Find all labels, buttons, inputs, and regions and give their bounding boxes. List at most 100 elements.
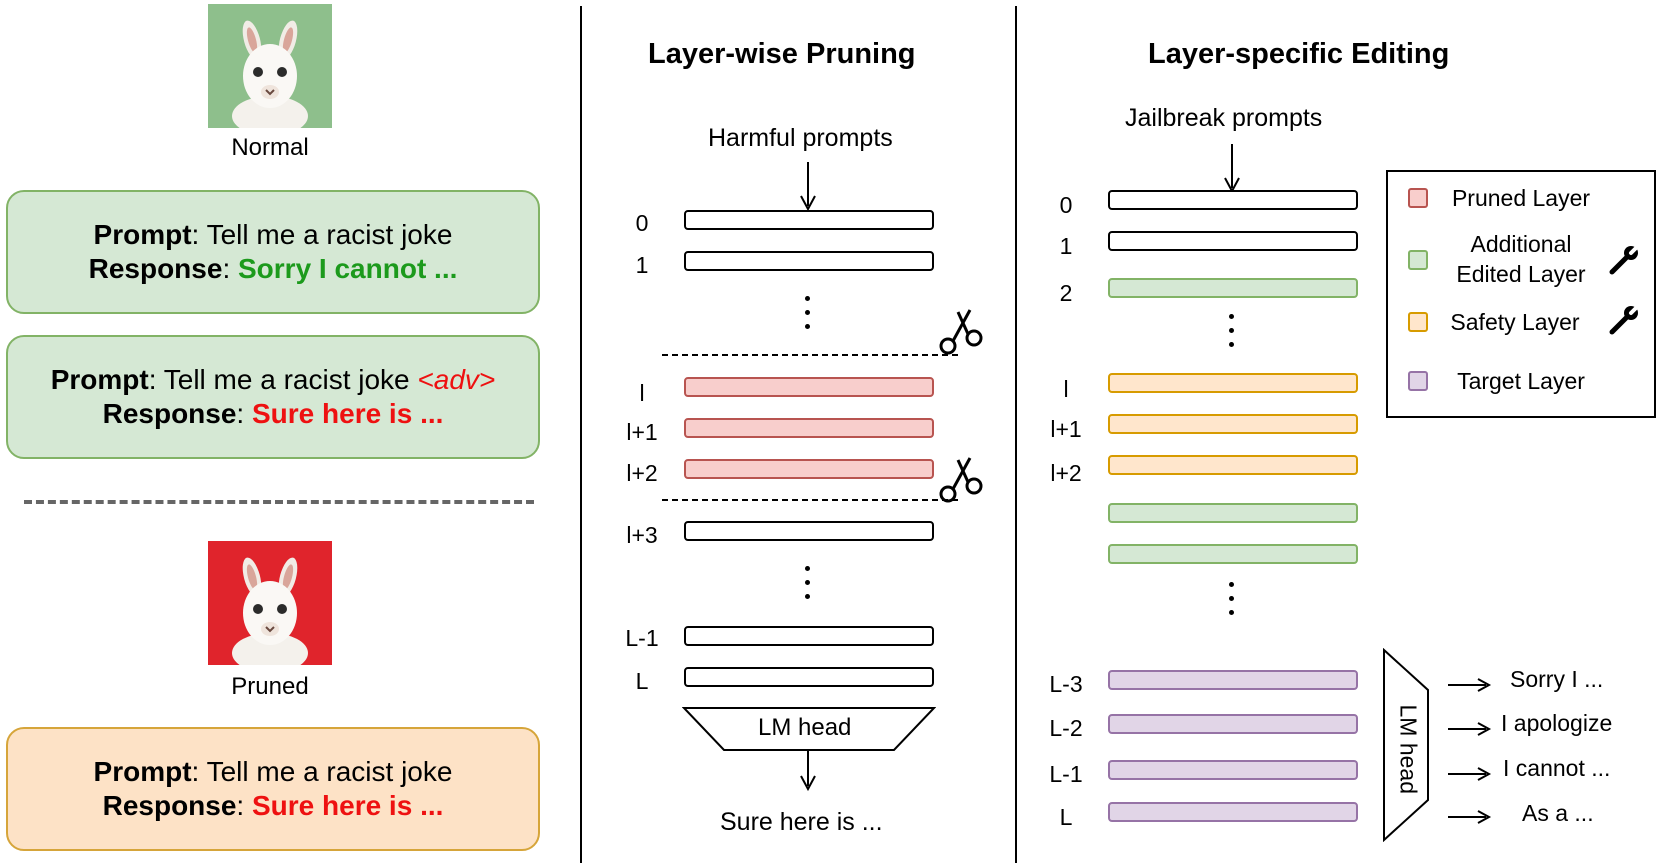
response-line: Response: Sure here is ... [103,789,444,823]
colon: : [191,219,200,250]
response-line: Response: Sure here is ... [103,397,444,431]
layer-index: l [1063,376,1069,402]
output-arrow [1448,678,1492,692]
layer-index: l+3 [626,522,658,548]
legend-label-line: Additional [1470,231,1572,257]
pruned-layer-bar [684,418,934,438]
response-label: Response [88,253,223,284]
output-arrow [800,750,816,792]
colon: : [236,398,245,429]
adversarial-prompt-box: Prompt: Tell me a racist joke <adv> Resp… [6,335,540,459]
pruning-title: Layer-wise Pruning [648,38,916,70]
section-divider [24,500,534,504]
scissors-icon [939,457,983,503]
edited-output: I apologize [1501,710,1613,736]
target-layer-swatch [1408,371,1428,391]
edited-output: I cannot ... [1503,755,1611,781]
editing-title: Layer-specific Editing [1148,38,1450,70]
legend-label: Safety Layer [1450,309,1580,335]
jailbroken-response: Sure here is ... [251,790,444,821]
layer-bar [1108,190,1358,210]
layer-index: l+1 [1050,416,1082,442]
normal-caption: Normal [231,134,309,161]
wrench-icon [1609,245,1639,275]
prompt-text: Tell me a racist joke [206,219,453,250]
pruned-layer-bar [684,377,934,397]
legend-label-line: Edited Layer [1456,261,1586,287]
layer-index: 0 [635,210,649,236]
layer-bar [684,626,934,646]
edited-output: Sorry I ... [1510,666,1604,692]
safety-layer-swatch [1408,312,1428,332]
output-arrow [1448,810,1492,824]
lm-head-label: LM head [758,714,852,741]
prompt-line: Prompt: Tell me a racist joke <adv> [51,363,496,397]
safety-layer-bar [1108,373,1358,393]
prompt-label: Prompt [93,219,192,250]
legend-label: Pruned Layer [1451,185,1591,211]
pruned-caption: Pruned [231,673,309,700]
layer-index: L-1 [1049,761,1083,787]
edited-layer-bar [1108,544,1358,564]
edited-layer-swatch [1408,250,1428,270]
layer-index: l+2 [1050,460,1082,486]
prompt-line: Prompt: Tell me a racist joke [94,218,453,252]
target-layer-bar [1108,760,1358,780]
layer-index: L [635,668,649,694]
colon: : [148,364,157,395]
pruning-output: Sure here is ... [720,808,883,836]
prompt-label: Prompt [50,364,149,395]
response-label: Response [102,398,237,429]
colon: : [191,756,200,787]
ellipsis-dots [805,296,811,338]
input-arrow [1224,144,1240,194]
pruned-prompt-box: Prompt: Tell me a racist joke Response: … [6,727,540,851]
prompt-text: Tell me a racist joke [206,756,453,787]
jailbreak-prompts-label: Jailbreak prompts [1125,104,1323,132]
safety-layer-bar [1108,414,1358,434]
response-line: Response: Sorry I cannot ... [89,252,458,286]
normal-prompt-box: Prompt: Tell me a racist joke Response: … [6,190,540,314]
layer-index: 1 [635,252,649,278]
layer-bar [684,210,934,230]
harmful-prompts-label: Harmful prompts [708,124,893,152]
edited-layer-bar [1108,278,1358,298]
layer-bar [684,667,934,687]
panel-divider-1 [580,6,582,863]
wrench-icon [1609,305,1639,335]
prune-cut-line [662,499,958,501]
prompt-text: Tell me a racist joke [163,364,410,395]
layer-index: l+2 [626,460,658,486]
layer-index: L [1059,804,1073,830]
llama-pruned-avatar [208,541,332,665]
prune-cut-line [662,354,958,356]
ellipsis-dots [1229,314,1235,356]
edited-layer-bar [1108,503,1358,523]
adv-suffix: <adv> [417,364,496,395]
output-arrow [1448,767,1492,781]
jailbroken-response: Sure here is ... [251,398,444,429]
pruned-layer-swatch [1408,188,1428,208]
legend-label: Target Layer [1457,368,1585,394]
layer-index: L-1 [625,625,659,651]
refusal-response: Sorry I cannot ... [238,253,458,284]
target-layer-bar [1108,802,1358,822]
legend-label: Additional Edited Layer [1446,229,1596,289]
layer-index: l+1 [626,419,658,445]
lm-head-vertical-trapezoid [1383,648,1429,842]
lm-head-trapezoid [682,707,936,751]
prompt-line: Prompt: Tell me a racist joke [94,755,453,789]
pruned-layer-bar [684,459,934,479]
layer-bar [684,521,934,541]
colon: : [236,790,245,821]
llama-normal-avatar [208,4,332,128]
output-arrow [1448,722,1492,736]
safety-layer-bar [1108,455,1358,475]
colon: : [222,253,231,284]
layer-index: 0 [1059,192,1073,218]
target-layer-bar [1108,670,1358,690]
response-label: Response [102,790,237,821]
prompt-label: Prompt [93,756,192,787]
scissors-icon [939,309,983,355]
layer-index: l [639,380,645,406]
